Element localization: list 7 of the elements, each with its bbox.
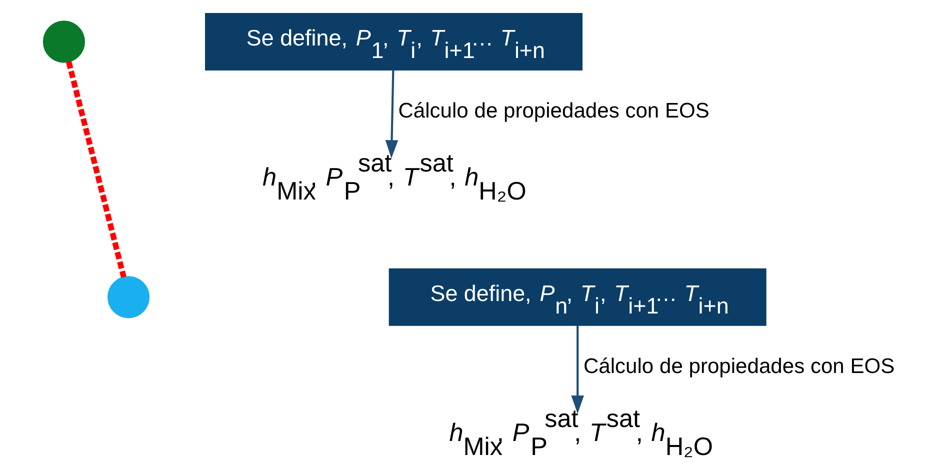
edge-label: Cálculo de propiedades con EOS [582, 354, 894, 378]
node-circle [42, 20, 85, 63]
edge-label: Cálculo de propiedades con EOS [398, 100, 709, 123]
arrow [570, 325, 584, 414]
connector [65, 61, 126, 278]
node-circle [106, 276, 150, 318]
arrow [384, 70, 398, 158]
